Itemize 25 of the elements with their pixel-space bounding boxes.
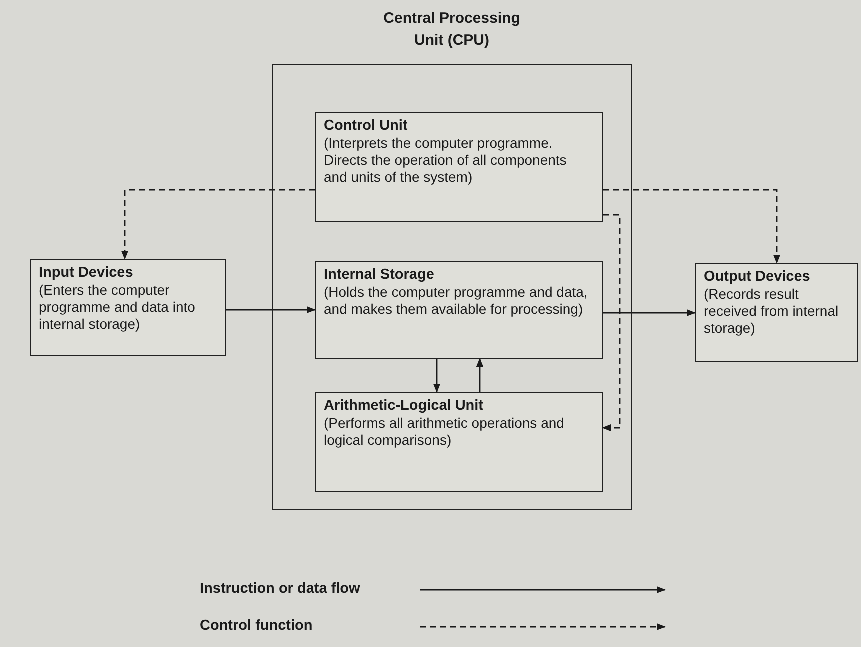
box-description: (Records result received from internal storage)	[704, 286, 840, 337]
box-description: (Enters the computer programme and data into internal storage)	[39, 282, 196, 333]
process-box	[315, 261, 603, 359]
process-box	[695, 263, 858, 362]
data-flow-arrow	[433, 359, 441, 393]
control-arrow	[602, 214, 621, 432]
process-box	[30, 259, 226, 356]
data-flow-arrow	[226, 306, 316, 314]
process-box	[315, 392, 603, 492]
box-heading: Output Devices	[704, 268, 812, 286]
box-heading: Internal Storage	[324, 266, 436, 284]
box-heading: Arithmetic-Logical Unit	[324, 397, 485, 415]
box-description: (Holds the computer programme and data, and makes them available for processing)	[324, 284, 589, 318]
box-heading: Input Devices	[39, 264, 134, 282]
legend-text: Control function	[200, 618, 313, 634]
control-arrow	[603, 189, 781, 264]
box-description: (Interprets the computer programme. Directs the operation of all components and units of the system)	[324, 135, 568, 186]
cpu-heading: Central Processing Unit (CPU)	[382, 9, 522, 51]
control-arrow	[121, 189, 315, 260]
data-flow-arrow	[603, 309, 696, 317]
legend-text: Instruction or data flow	[200, 581, 360, 597]
box-description: (Performs all arithmetic operations and logical comparisons)	[324, 415, 566, 449]
box-heading: Control Unit	[324, 117, 409, 135]
data-flow-arrow	[476, 358, 484, 392]
process-box	[315, 112, 603, 222]
